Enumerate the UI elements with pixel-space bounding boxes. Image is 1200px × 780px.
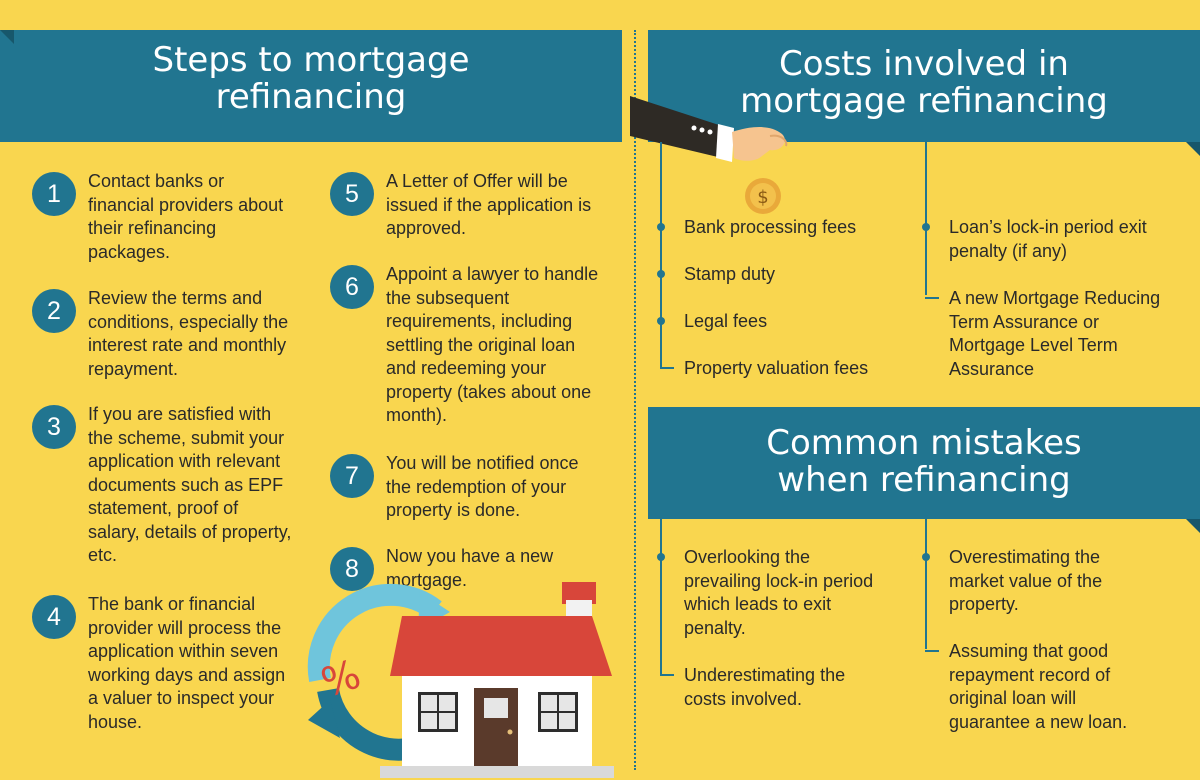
step-8: 8 Now you have a new mortgage.	[330, 545, 608, 592]
house-with-refresh-arrows-icon: %	[307, 582, 614, 778]
banner-fold	[1186, 519, 1200, 533]
costs-list-right: Loan’s lock-in period exit penalty (if a…	[922, 142, 1185, 379]
steps-title-line1: Steps to mortgage	[152, 40, 470, 80]
step-number-badge: 4	[32, 595, 76, 639]
costs-title-line1: Costs involved in	[779, 44, 1069, 84]
banner-fold	[0, 30, 14, 44]
list-item: Legal fees	[657, 310, 767, 334]
steps-banner: Steps to mortgage refinancing	[0, 30, 622, 142]
step-text: If you are satisfied with the scheme, su…	[88, 404, 292, 565]
steps-title-line2: refinancing	[215, 76, 407, 117]
list-item: Bank processing fees	[657, 216, 856, 240]
step-text: Review the terms and conditions, especia…	[88, 288, 289, 379]
step-3: 3 If you are satisfied with the scheme, …	[32, 403, 292, 568]
step-text: Now you have a new mortgage.	[386, 546, 554, 590]
step-number-badge: 3	[32, 405, 76, 449]
step-text: The bank or financial provider will proc…	[88, 594, 286, 732]
step-6: 6 Appoint a lawyer to handle the subsequ…	[330, 263, 608, 428]
step-2: 2 Review the terms and conditions, espec…	[32, 287, 292, 381]
list-item: Stamp duty	[657, 263, 775, 287]
step-4: 4 The bank or financial provider will pr…	[32, 593, 292, 734]
step-number-badge: 6	[330, 265, 374, 309]
step-number-badge: 2	[32, 289, 76, 333]
section-divider	[634, 30, 636, 770]
mistakes-banner: Common mistakes when refinancing	[648, 407, 1200, 519]
step-number-badge: 5	[330, 172, 374, 216]
list-item: Property valuation fees	[660, 357, 868, 381]
list-item: Assuming that good repayment record of o…	[925, 640, 1145, 734]
step-number-badge: 8	[330, 547, 374, 591]
hand-dropping-coin-icon: $	[630, 96, 788, 214]
list-item: Overlooking the prevailing lock-in perio…	[657, 546, 880, 640]
list-item: Overestimating the market value of the p…	[922, 546, 1145, 617]
step-1: 1 Contact banks or financial providers a…	[32, 170, 292, 264]
list-item: Underestimating the costs involved.	[660, 664, 880, 711]
list-item: Loan’s lock-in period exit penalty (if a…	[922, 216, 1165, 263]
costs-banner: Costs involved in mortgage refinancing	[648, 30, 1200, 142]
step-text: Contact banks or financial providers abo…	[88, 171, 284, 262]
mistakes-list-right: Overestimating the market value of the p…	[922, 519, 1185, 734]
step-text: You will be notified once the redemption…	[386, 453, 579, 520]
step-text: A Letter of Offer will be issued if the …	[386, 171, 592, 238]
step-5: 5 A Letter of Offer will be issued if th…	[330, 170, 608, 241]
mistakes-list-left: Overlooking the prevailing lock-in perio…	[657, 519, 900, 711]
mistakes-title-line1: Common mistakes	[766, 423, 1082, 463]
costs-title-line2: mortgage refinancing	[740, 80, 1108, 121]
step-number-badge: 7	[330, 454, 374, 498]
step-text: Appoint a lawyer to handle the subsequen…	[386, 264, 599, 425]
step-7: 7 You will be notified once the redempti…	[330, 452, 608, 523]
banner-fold	[1186, 142, 1200, 156]
mistakes-title-line2: when refinancing	[777, 459, 1071, 500]
step-number-badge: 1	[32, 172, 76, 216]
costs-list-left: Bank processing fees Stamp duty Legal fe…	[657, 142, 900, 382]
list-item: A new Mortgage Reducing Term Assurance o…	[925, 287, 1165, 381]
coin-symbol: $	[757, 187, 768, 208]
